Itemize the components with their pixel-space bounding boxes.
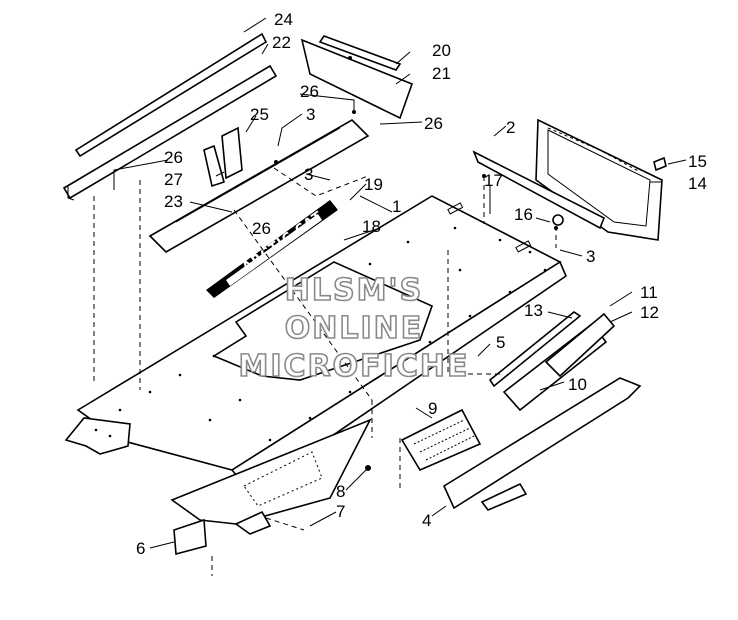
plate-6: [173, 518, 207, 556]
foot-pad-9: [400, 408, 482, 472]
rear-flap: [535, 118, 663, 241]
callout-27: 27: [164, 170, 183, 189]
front-cross-panel: [148, 119, 370, 253]
bracket-27: [203, 144, 225, 188]
bumper-11-12: [544, 312, 616, 378]
callout-17: 17: [484, 171, 503, 190]
callout-26: 26: [424, 114, 443, 133]
callout-11: 11: [640, 283, 658, 302]
callout-10: 10: [568, 375, 587, 394]
watermark-line-2: ONLINE: [285, 311, 424, 346]
callout-12: 12: [640, 303, 659, 322]
callout-3: 3: [586, 247, 595, 266]
running-board-4: [442, 377, 642, 511]
floor-mat: [212, 261, 433, 381]
callout-14: 14: [688, 174, 707, 193]
callout-25: 25: [250, 105, 269, 124]
callout-13: 13: [524, 301, 543, 320]
callout-26: 26: [164, 148, 183, 167]
callout-23: 23: [164, 192, 183, 211]
callout-2: 2: [506, 118, 515, 137]
rear-rails: [62, 32, 278, 201]
callout-22: 22: [272, 33, 291, 52]
watermark: HLSM'S ONLINE MICROFICHE: [238, 272, 470, 385]
flap-brace: [472, 150, 606, 230]
nut-16: [552, 214, 564, 226]
callout-15: 15: [688, 152, 707, 171]
callout-21: 21: [432, 64, 451, 83]
watermark-line-1: HLSM'S: [285, 273, 423, 308]
callout-6: 6: [136, 539, 145, 558]
callouts: 1 2 3 3 3 4 5 6 7 8 9 10 11 12 13 14 15 …: [136, 10, 707, 558]
callout-1: 1: [392, 197, 401, 216]
rail-13: [488, 311, 582, 388]
callout-26: 26: [252, 219, 271, 238]
callout-3: 3: [304, 165, 313, 184]
callout-18: 18: [362, 217, 381, 236]
callout-16: 16: [514, 205, 533, 224]
callout-19: 19: [364, 175, 383, 194]
callout-20: 20: [432, 41, 451, 60]
callout-5: 5: [496, 333, 505, 352]
callout-3: 3: [306, 105, 315, 124]
callout-24: 24: [274, 10, 293, 29]
leader-lines: [93, 17, 687, 576]
bracket-25: [221, 126, 243, 180]
screw-15: [653, 156, 667, 172]
callout-8: 8: [336, 482, 345, 501]
callout-26: 26: [300, 82, 319, 101]
callout-4: 4: [422, 511, 431, 530]
callout-7: 7: [336, 502, 345, 521]
upper-bracket: [300, 35, 414, 120]
watermark-line-3: MICROFICHE: [239, 349, 470, 384]
callout-9: 9: [428, 399, 437, 418]
